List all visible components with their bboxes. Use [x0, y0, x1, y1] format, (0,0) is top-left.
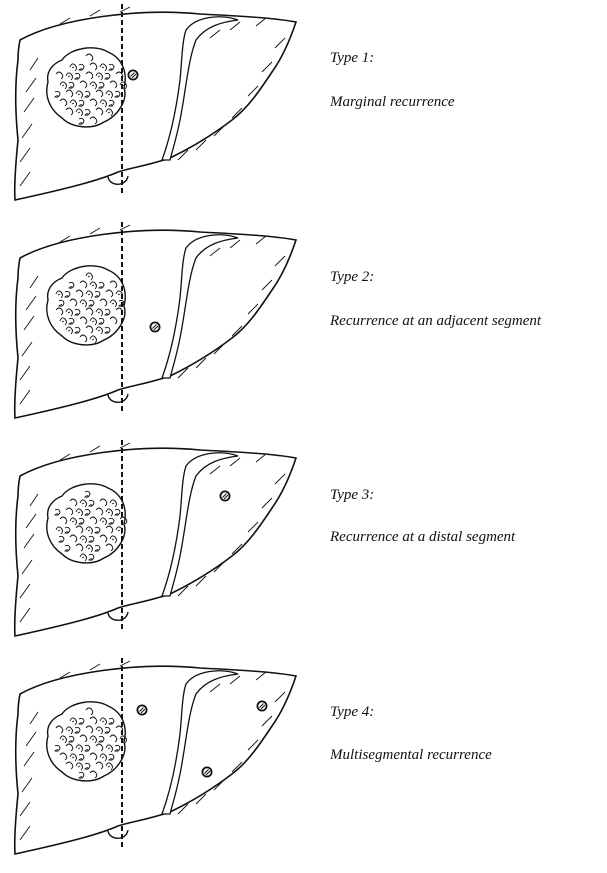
type-label: Type 3:: [330, 487, 374, 504]
liver-outline-icon: [0, 218, 320, 436]
diagram-panel-type-2: Type 2: Recurrence at an adjacent segment: [0, 218, 607, 436]
diagram-panel-type-4: Type 4: Multisegmental recurrence: [0, 654, 607, 872]
recurrence-nodule-icon: [220, 491, 229, 500]
liver-outline-icon: [0, 436, 320, 654]
diagram-panel-type-1: Type 1: Marginal recurrence: [0, 0, 607, 218]
recurrence-nodule-icon: [257, 701, 266, 710]
type-label: Type 4:: [330, 704, 374, 721]
diagram-panel-type-3: Type 3: Recurrence at a distal segment: [0, 436, 607, 654]
type-description: Multisegmental recurrence: [330, 747, 492, 764]
recurrence-nodule-icon: [137, 705, 146, 714]
recurrence-nodule-icon: [202, 767, 211, 776]
recurrence-nodule-icon: [128, 70, 137, 79]
liver-outline-icon: [0, 0, 320, 218]
type-description: Recurrence at an adjacent segment: [330, 313, 541, 330]
type-label: Type 2:: [330, 269, 374, 286]
recurrence-nodule-icon: [150, 322, 159, 331]
type-description: Recurrence at a distal segment: [330, 529, 515, 546]
liver-outline-icon: [0, 654, 320, 872]
type-description: Marginal recurrence: [330, 94, 455, 111]
type-label: Type 1:: [330, 50, 374, 67]
